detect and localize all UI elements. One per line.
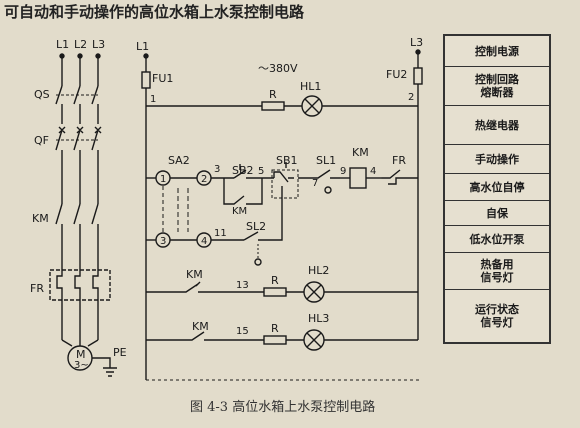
page-title: 可自动和手动操作的高位水箱上水泵控制电路: [4, 3, 305, 21]
motor-sub-label: 3~: [74, 360, 89, 371]
legend-text: 控制回路 熔断器: [475, 73, 519, 99]
legend-item: 运行状态 信号灯: [445, 290, 549, 342]
node4-label: 4: [370, 166, 376, 177]
hl3-resistor: [263, 335, 287, 345]
legend-text: 低水位开泵: [469, 232, 525, 246]
sa2-c1-label: 1: [160, 174, 166, 185]
fr-contact: [382, 169, 418, 185]
qf-label: QF: [34, 134, 49, 147]
legend-text: 手动操作: [475, 152, 519, 166]
km-main-contacts: [55, 203, 99, 225]
km-hl2-label: KM: [186, 268, 203, 281]
legend-item: 热备用 信号灯: [445, 253, 549, 290]
fr-main-label: FR: [30, 282, 44, 295]
figure-caption: 图 4-3 高位水箱上水泵控制电路: [190, 400, 376, 415]
km-hl3-label: KM: [192, 320, 209, 333]
hl3-label: HL3: [308, 312, 329, 325]
node9-label: 9: [340, 166, 346, 177]
sa2-label: SA2: [168, 154, 190, 167]
legend-item: 热继电器: [445, 106, 549, 145]
km-coil-label: KM: [352, 146, 369, 159]
legend-text: 自保: [486, 206, 508, 220]
sa2-c3-label: 3: [160, 236, 166, 247]
node13-label: 13: [236, 280, 249, 291]
control-circuit: L1 L3 FU1 1 FU2 2 ～380V R HL1: [136, 36, 423, 381]
legend-item: 手动操作: [445, 145, 549, 174]
node7-label: 7: [312, 178, 318, 189]
node5-label: 5: [258, 166, 264, 177]
node11-label: 11: [214, 228, 227, 239]
qs-label: QS: [34, 88, 50, 101]
legend-item: 高水位自停: [445, 174, 549, 201]
km-main-label: KM: [32, 212, 49, 225]
legend-item: 控制电源: [445, 36, 549, 67]
hl1-resistor: [261, 101, 285, 111]
ctrl-l3-label: L3: [410, 36, 423, 49]
km-hold-label: KM: [232, 206, 247, 217]
fu2-label: FU2: [386, 68, 407, 81]
legend-text: 运行状态 信号灯: [475, 303, 519, 329]
hl3-r-label: R: [271, 322, 279, 335]
legend-item: 低水位开泵: [445, 226, 549, 253]
legend-item: 自保: [445, 201, 549, 226]
hl1-r-label: R: [269, 88, 277, 101]
hl2-r-label: R: [271, 274, 279, 287]
sb1-label: SB1: [276, 154, 298, 167]
qf-breaker: [55, 126, 102, 151]
km-coil: [349, 167, 367, 189]
phase-l2-label: L2: [74, 38, 87, 51]
ctrl-l1-label: L1: [136, 40, 149, 53]
voltage-label: ～380V: [258, 62, 298, 75]
main-circuit: L1 L2 L3 QS QF KM: [30, 38, 127, 377]
legend-text: 热备用 信号灯: [480, 258, 514, 284]
sa2-c2-label: 2: [201, 174, 207, 185]
sa2-c4-label: 4: [201, 236, 207, 247]
node2-label: 2: [408, 92, 414, 103]
qs-switch: [55, 85, 99, 105]
fu1-label: FU1: [152, 72, 173, 85]
node3-label: 3: [214, 164, 220, 175]
sl1-label: SL1: [316, 154, 336, 167]
sl2-label: SL2: [246, 220, 266, 233]
legend-text: 热继电器: [475, 118, 519, 132]
phase-l1-label: L1: [56, 38, 69, 51]
fr-ctrl-label: FR: [392, 154, 406, 167]
phase-l3-label: L3: [92, 38, 105, 51]
legend-item: 控制回路 熔断器: [445, 67, 549, 106]
node1-label: 1: [150, 94, 156, 105]
legend-text: 控制电源: [475, 44, 519, 58]
legend-panel: 控制电源 控制回路 熔断器 热继电器 手动操作 高水位自停 自保 低水位开泵 热…: [443, 34, 551, 344]
sb2-label: SB2: [232, 164, 254, 177]
motor-label: M: [76, 348, 86, 361]
hl2-resistor: [263, 287, 287, 297]
legend-text: 高水位自停: [469, 180, 525, 194]
node15-label: 15: [236, 326, 249, 337]
fu1-fuse: [141, 71, 151, 89]
fu2-fuse: [413, 67, 423, 85]
pe-label: PE: [113, 346, 127, 359]
ground-icon: [103, 367, 117, 377]
hl1-label: HL1: [300, 80, 321, 93]
hl2-label: HL2: [308, 264, 329, 277]
